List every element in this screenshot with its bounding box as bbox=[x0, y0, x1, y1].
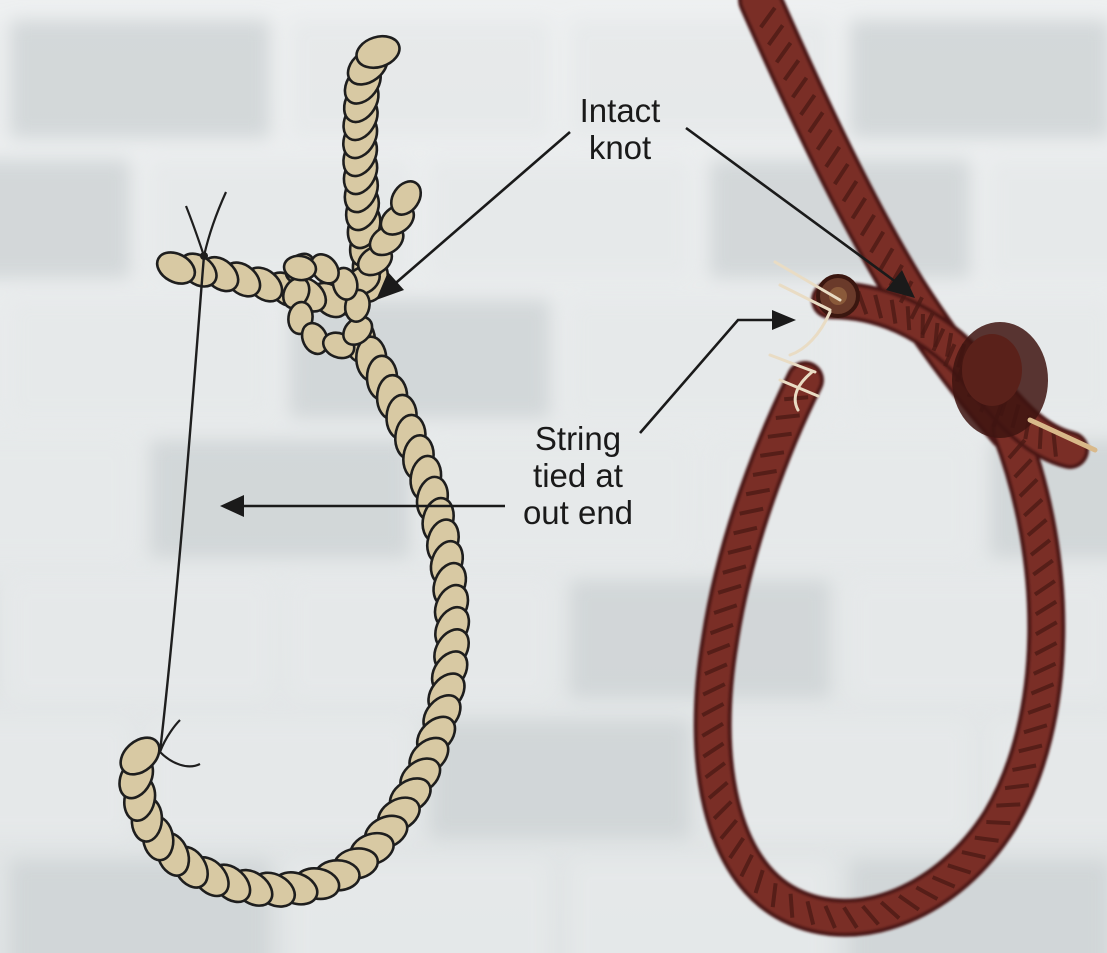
label-string-tied: String tied at out end bbox=[498, 420, 658, 531]
label-intact-knot-line1: Intact bbox=[560, 92, 680, 129]
label-string-tied-line2: tied at bbox=[498, 457, 658, 494]
label-intact-knot: Intact knot bbox=[560, 92, 680, 166]
label-string-tied-line3: out end bbox=[498, 494, 658, 531]
label-string-tied-line1: String bbox=[498, 420, 658, 457]
label-intact-knot-line2: knot bbox=[560, 129, 680, 166]
